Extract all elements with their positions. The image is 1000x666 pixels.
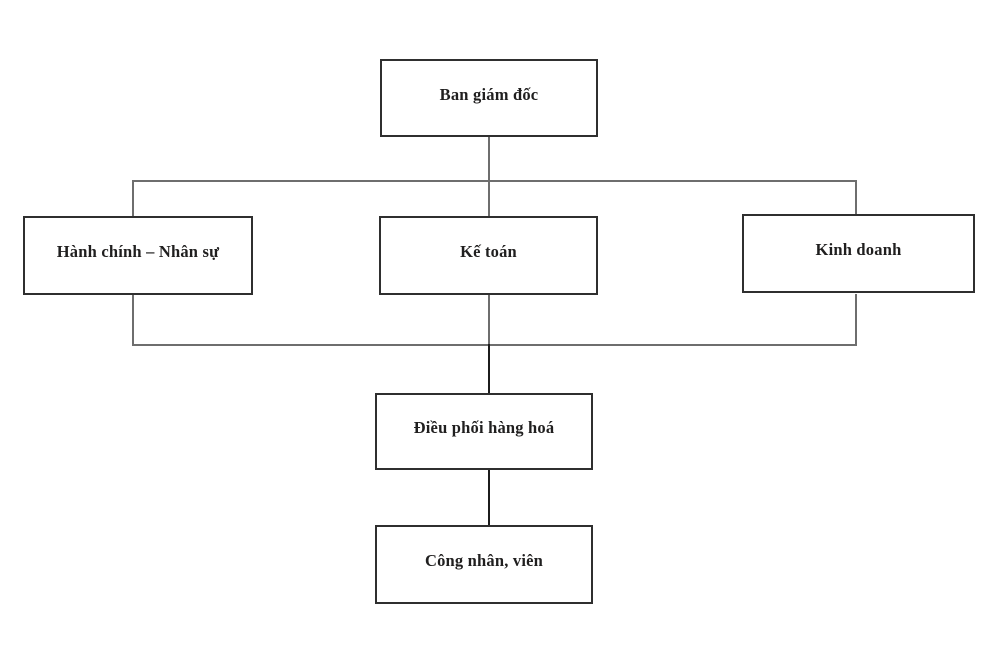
node-hanh-chinh-nhan-su[interactable]: Hành chính – Nhân sự (23, 216, 253, 295)
connector-director-stem (488, 136, 490, 182)
node-label: Điều phối hàng hoá (413, 418, 555, 438)
connector-drop-ke-toan (488, 180, 490, 217)
node-label: Hành chính – Nhân sự (56, 242, 220, 262)
connector-drop-kinh-doanh (855, 180, 857, 217)
node-dieu-phoi-hang-hoa[interactable]: Điều phối hàng hoá (375, 393, 593, 470)
connector-riser-kinh-doanh (855, 294, 857, 346)
node-cong-nhan-vien[interactable]: Công nhân, viên (375, 525, 593, 604)
connector-upper-bus (132, 180, 857, 182)
node-kinh-doanh[interactable]: Kinh doanh (742, 214, 975, 293)
connector-drop-hanh-chinh (132, 180, 134, 217)
connector-riser-hanh-chinh (132, 294, 134, 346)
node-label: Ban giám đốc (439, 84, 539, 104)
connector-lower-bus (132, 344, 857, 346)
node-label: Kinh doanh (815, 240, 902, 260)
connector-stem-dieu-phoi (488, 344, 490, 394)
connector-stem-cong-nhan (488, 469, 490, 526)
node-ban-giam-doc[interactable]: Ban giám đốc (380, 59, 598, 137)
node-label: Kế toán (460, 242, 517, 262)
node-label: Công nhân, viên (424, 551, 544, 571)
connector-riser-ke-toan (488, 294, 490, 346)
node-ke-toan[interactable]: Kế toán (379, 216, 598, 295)
